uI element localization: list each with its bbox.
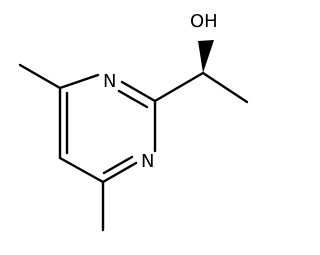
- bond-c2-chiral: [153, 71, 205, 103]
- bond-c6-n1-double-outer: [101, 161, 138, 184]
- bond-chiral-methyl: [201, 71, 249, 104]
- methyl-bond-top: [18, 63, 62, 90]
- atom-label-n-upper: N: [103, 71, 116, 92]
- bond-c6-n1-double-inner: [102, 155, 134, 175]
- molecule-diagram: N N OH: [18, 11, 249, 232]
- atom-label-hydroxyl: OH: [190, 11, 218, 32]
- structure-canvas: N N OH: [18, 11, 249, 232]
- atom-label-n-lower: N: [141, 151, 154, 172]
- bond-c2-n3-double-outer: [120, 80, 157, 103]
- wedge-bond-oh: [198, 40, 214, 73]
- bond-c5-c6: [58, 156, 105, 184]
- bond-n3-c4: [58, 73, 100, 90]
- bond-c2-n3-double-inner: [117, 89, 149, 109]
